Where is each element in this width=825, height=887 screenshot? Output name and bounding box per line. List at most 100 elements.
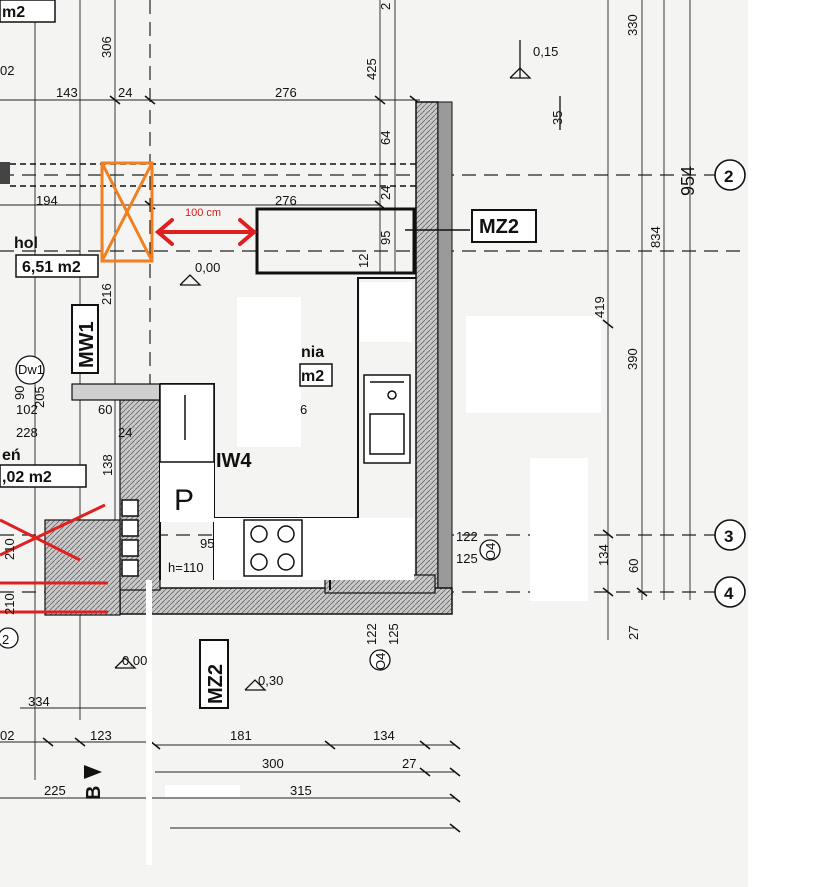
dim-90: 90: [12, 386, 27, 400]
dim-228: 228: [16, 425, 38, 440]
vertical-dimension-labels: 306 2 425 35 330 64 24 95 12 216 419 390…: [2, 3, 698, 645]
hol-area: 6,51 m2: [22, 259, 81, 276]
dim-134-bottom: 134: [373, 728, 395, 743]
dw1-label: Dw1: [18, 362, 44, 377]
dim-306: 306: [99, 36, 114, 58]
dim-12: 12: [356, 254, 371, 268]
dim-27-right: 27: [626, 626, 641, 640]
room-label-partial: eń: [2, 447, 21, 464]
dim-425: 425: [364, 58, 379, 80]
dim-27-bottom: 27: [402, 756, 416, 771]
iw4-label: IW4: [216, 450, 252, 472]
fridge-label: P: [174, 484, 194, 517]
kitchen-area-partial: m2: [301, 368, 324, 385]
kitchen-area-box: [299, 363, 333, 387]
dim-95-b: 95: [200, 536, 214, 551]
kitchen-label-partial: nia: [301, 344, 324, 361]
dim-102-left: 102: [16, 402, 38, 417]
dim-390: 390: [625, 348, 640, 370]
top-area-box: [0, 0, 56, 23]
dim-143: 143: [56, 85, 78, 100]
fridge-box: [159, 383, 215, 463]
distance-note: 100 cm: [185, 207, 221, 219]
chimney-icon: [121, 499, 139, 577]
mz2-right-box: [471, 209, 537, 243]
dim-24-left: 24: [118, 425, 132, 440]
dim-000-b: 0,00: [122, 653, 147, 668]
dim-02-top: 02: [0, 63, 14, 78]
dimension-labels: 02 143 24 276 0,15 194 276 0,00 102 6 22…: [0, 44, 558, 798]
room-area-box: [0, 464, 87, 488]
axis-label-4: 4: [724, 584, 734, 603]
dim-834: 834: [648, 226, 663, 248]
dim-6: 6: [300, 402, 307, 417]
mz2-bottom-label: MZ2: [205, 664, 227, 704]
o4-label-b: O4: [373, 653, 388, 670]
dim-181: 181: [230, 728, 252, 743]
right-margin: [748, 0, 825, 887]
dashed-beam: [10, 163, 416, 187]
dim-315: 315: [290, 783, 312, 798]
o4-label-a: O4: [483, 543, 498, 560]
dim-95-a: 95: [378, 231, 393, 245]
dim-134-right: 134: [596, 544, 611, 566]
hol-label: hol: [14, 235, 38, 252]
level-markers: [114, 40, 561, 691]
dim-60-right: 60: [626, 559, 641, 573]
dim-954: 954: [678, 166, 698, 196]
dim-330: 330: [625, 14, 640, 36]
dim-210-b: 210: [2, 593, 17, 615]
cooktop-icon: [243, 519, 303, 577]
mw1-box: [71, 304, 99, 374]
z-label-partial: 2: [2, 632, 9, 647]
dim-205: 205: [32, 386, 47, 408]
dim-334: 334: [28, 694, 50, 709]
walls: [0, 101, 453, 616]
red-pipes: [0, 503, 108, 614]
hol-area-box: [15, 254, 99, 278]
distance-arrow: [154, 218, 258, 246]
wall-red-zone: [44, 519, 121, 616]
wall-west-stub: [119, 399, 161, 591]
wall-small-2: [71, 383, 161, 401]
wall-small-1: [0, 162, 10, 184]
dim-125-b: 125: [386, 623, 401, 645]
wall-east-core: [437, 101, 453, 599]
b-axis-arrow: [84, 765, 102, 779]
dim-24-top: 24: [118, 85, 132, 100]
dim-419: 419: [592, 296, 607, 318]
dim-24-mid: 24: [378, 186, 393, 200]
sink-icon: [363, 374, 411, 464]
dim-000-a: 0,00: [195, 260, 220, 275]
dim-216: 216: [99, 283, 114, 305]
dim-64: 64: [378, 131, 393, 145]
dim-276-top: 276: [275, 85, 297, 100]
b-axis-label: B: [83, 786, 105, 800]
axis-label-3: 3: [724, 527, 733, 546]
dim-35: 35: [550, 111, 565, 125]
axis-label-2: 2: [724, 167, 733, 186]
mz2-bottom-box: [199, 639, 229, 709]
dim-123: 123: [90, 728, 112, 743]
dim-60-left: 60: [98, 402, 112, 417]
dim-2-top: 2: [378, 3, 393, 10]
dim-300: 300: [262, 756, 284, 771]
planned-unit-box: [255, 207, 416, 275]
dim-122-b: 122: [364, 623, 379, 645]
dim-194: 194: [36, 193, 58, 208]
dim-138: 138: [100, 454, 115, 476]
dim-015: 0,15: [533, 44, 558, 59]
dim-225: 225: [44, 783, 66, 798]
dim-210-a: 210: [2, 538, 17, 560]
dim-122-a: 122: [456, 529, 478, 544]
grid-axis-markers: [0, 159, 746, 671]
dim-h110: h=110: [168, 560, 204, 575]
dim-276-mid: 276: [275, 193, 297, 208]
wall-east-outer: [415, 101, 439, 599]
orange-obstacle-icon: [100, 161, 154, 263]
mw1-label: MW1: [76, 321, 98, 368]
mz2-right-label: MZ2: [479, 216, 519, 238]
room-area: ,02 m2: [2, 469, 52, 486]
top-area-partial: m2: [2, 4, 25, 21]
